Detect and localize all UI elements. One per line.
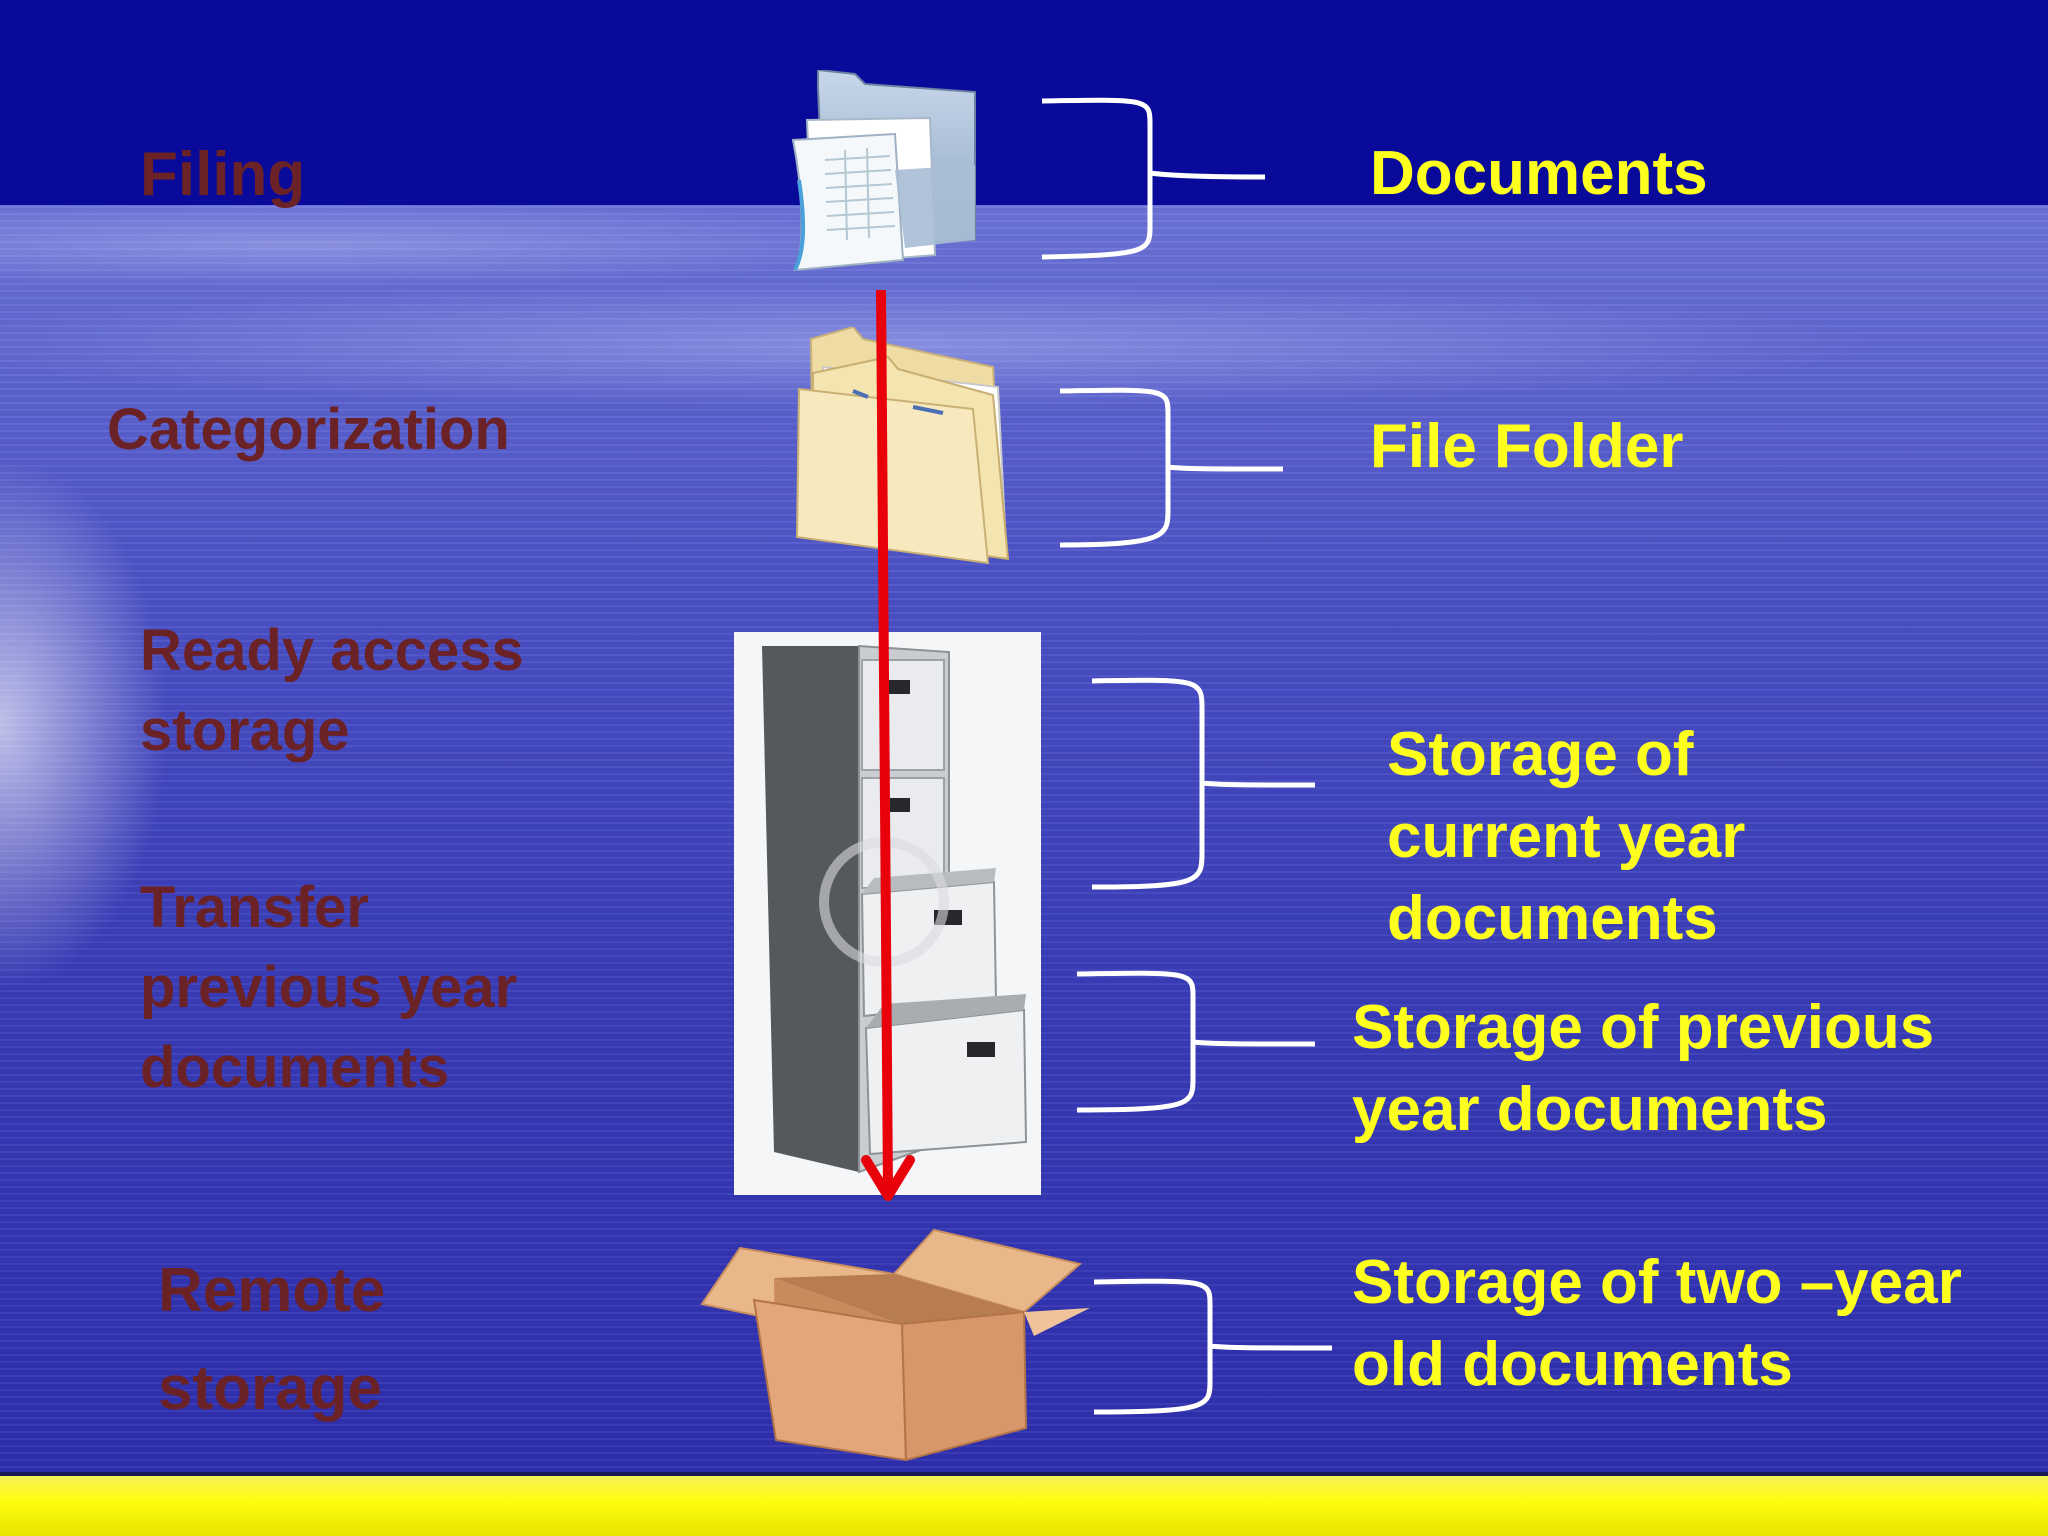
label-line: storage [158, 1354, 382, 1423]
file-folder-icon [795, 327, 1010, 565]
label-line: year documents [1352, 1075, 1828, 1144]
label-documents: Documents [1370, 139, 1708, 208]
label-storage-two-year: Storage of two –year old documents [1352, 1242, 1962, 1406]
label-filing: Filing [140, 140, 306, 209]
label-storage-current-year: Storage of current year documents [1387, 714, 1745, 960]
label-line: Ready access [140, 618, 524, 683]
brace-two-year [1093, 1278, 1333, 1415]
brace-file-folder [1059, 387, 1284, 548]
label-line: previous year [140, 955, 518, 1020]
label-line: Storage of previous [1352, 993, 1935, 1062]
bottom-band-edge [0, 1472, 2048, 1476]
label-line: Storage of two –year [1352, 1248, 1962, 1317]
top-band [0, 0, 2048, 205]
label-file-folder: File Folder [1370, 412, 1684, 481]
label-line: current year [1387, 802, 1746, 871]
brace-documents [1041, 97, 1266, 260]
label-line: Remote [158, 1256, 386, 1325]
label-line: storage [140, 698, 350, 763]
label-transfer-previous-year: Transfer previous year documents [140, 868, 517, 1108]
brace-previous-year [1076, 970, 1316, 1113]
label-line: Transfer [140, 875, 369, 940]
label-ready-access-storage: Ready access storage [140, 611, 524, 771]
cardboard-box-icon [700, 1228, 1090, 1462]
bottom-band [0, 1476, 2048, 1536]
label-remote-storage: Remote storage [158, 1242, 385, 1438]
label-line: documents [1387, 884, 1718, 953]
label-line: documents [140, 1035, 450, 1100]
label-categorization: Categorization [107, 397, 510, 462]
label-line: Storage of [1387, 720, 1694, 789]
documents-folder-icon [791, 70, 976, 272]
label-line: old documents [1352, 1330, 1793, 1399]
label-storage-previous-year: Storage of previous year documents [1352, 987, 1934, 1151]
brace-current-year [1091, 677, 1316, 890]
flow-arrow [861, 289, 915, 1201]
